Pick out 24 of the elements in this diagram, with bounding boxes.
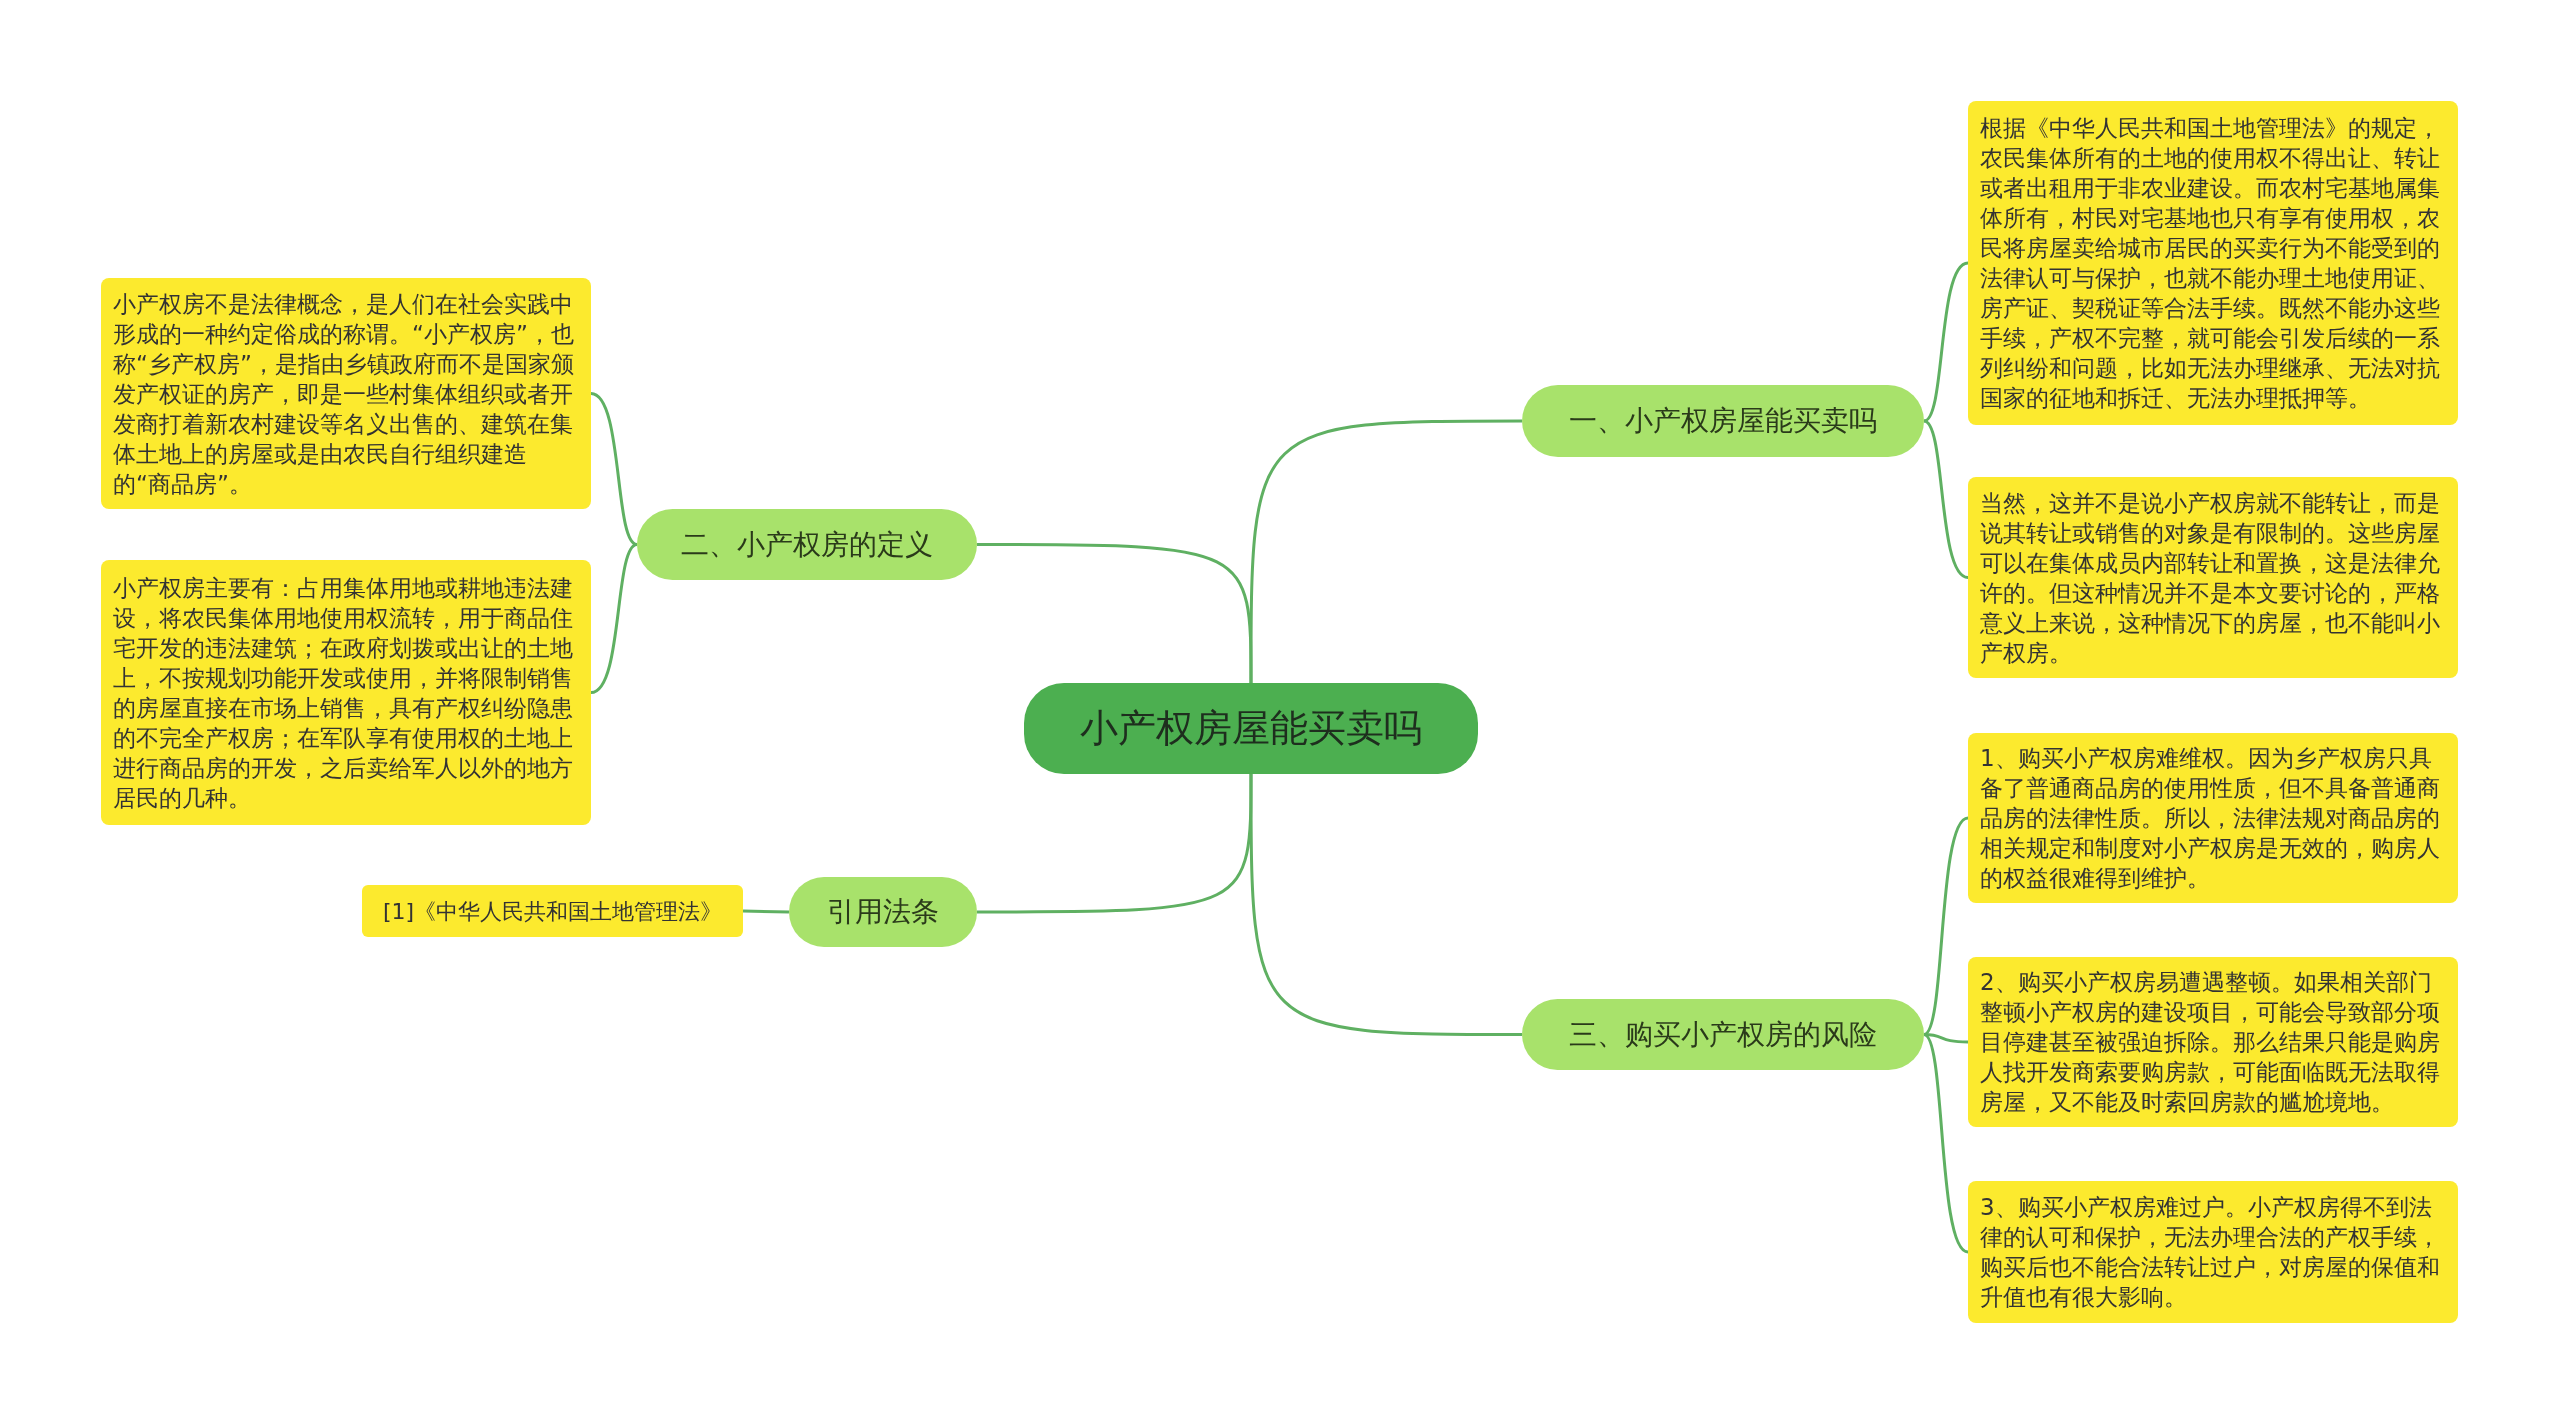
branch-topic: 一、小产权房屋能买卖吗 <box>1522 385 1924 457</box>
connector-line <box>977 543 1253 683</box>
note-card: 小产权房不是法律概念，是人们在社会实践中形成的一种约定俗成的称谓。“小产权房”，也称“乡产权房”，是指由乡镇政府而不是国家颁发产权证的房产，即是一些村集体组织或者开发商打着新农村建设等名义出售的、建筑在集体土地上的房屋或是由农民自行组织建造的“商品房”。 <box>101 278 591 509</box>
connector-line <box>1249 419 1522 683</box>
branch-topic: 二、小产权房的定义 <box>637 509 977 580</box>
note-card: 1、购买小产权房难维权。因为乡产权房只具备了普通商品房的使用性质，但不具备普通商品房的法律性质。所以，法律法规对商品房的相关规定和制度对小产权房是无效的，购房人的权益很难得到维护。 <box>1968 733 2458 903</box>
connector-line <box>1923 419 1969 579</box>
connector-line <box>742 909 790 914</box>
note-card: 小产权房主要有：占用集体用地或耕地违法建设，将农民集体用地使用权流转，用于商品住宅开发的违法建筑；在政府划拨或出让的土地上，不按规划功能开发或使用，并将限制销售的房屋直接在市场上销售，具有产权纠纷隐患的不完全产权房；在军队享有使用权的土地上进行商品房的开发，之后卖给军人以外的地方居民的几种。 <box>101 560 591 825</box>
note-card: [1]《中华人民共和国土地管理法》 <box>362 885 743 937</box>
branch-topic: 三、购买小产权房的风险 <box>1522 999 1924 1070</box>
connector-line <box>977 774 1253 914</box>
connector-line <box>590 392 638 546</box>
connector-line <box>590 543 638 694</box>
connector-line <box>1923 261 1969 423</box>
note-card: 2、购买小产权房易遭遇整顿。如果相关部门整顿小产权房的建设项目，可能会导致部分项目停建甚至被强迫拆除。那么结果只能是购房人找开发商索要购房款，可能面临既无法取得房屋，又不能及时索回房款的尴尬境地。 <box>1968 957 2458 1127</box>
note-card: 3、购买小产权房难过户。小产权房得不到法律的认可和保护，无法办理合法的产权手续，购买后也不能合法转让过户，对房屋的保值和升值也有很大影响。 <box>1968 1181 2458 1323</box>
note-card: 根据《中华人民共和国土地管理法》的规定，农民集体所有的土地的使用权不得出让、转让或者出租用于非农业建设。而农村宅基地属集体所有，村民对宅基地也只有享有使用权，农民将房屋卖给城市居民的买卖行为不能受到的法律认可与保护，也就不能办理土地使用证、房产证、契税证等合法手续。既然不能办这些手续，产权不完整，就可能会引发后续的一系列纠纷和问题，比如无法办理继承、无法对抗国家的征地和拆迁、无法办理抵押等。 <box>1968 101 2458 425</box>
note-card: 当然，这并不是说小产权房就不能转让，而是说其转让或销售的对象是有限制的。这些房屋可以在集体成员内部转让和置换，这是法律允许的。但这种情况并不是本文要讨论的，严格意义上来说，这种情况下的房屋，也不能叫小产权房。 <box>1968 477 2458 678</box>
central-topic: 小产权房屋能买卖吗 <box>1024 683 1478 774</box>
branch-topic: 引用法条 <box>789 877 977 947</box>
connector-line <box>1923 1033 1969 1254</box>
connector-line <box>1249 774 1522 1036</box>
connector-line <box>1923 816 1969 1036</box>
